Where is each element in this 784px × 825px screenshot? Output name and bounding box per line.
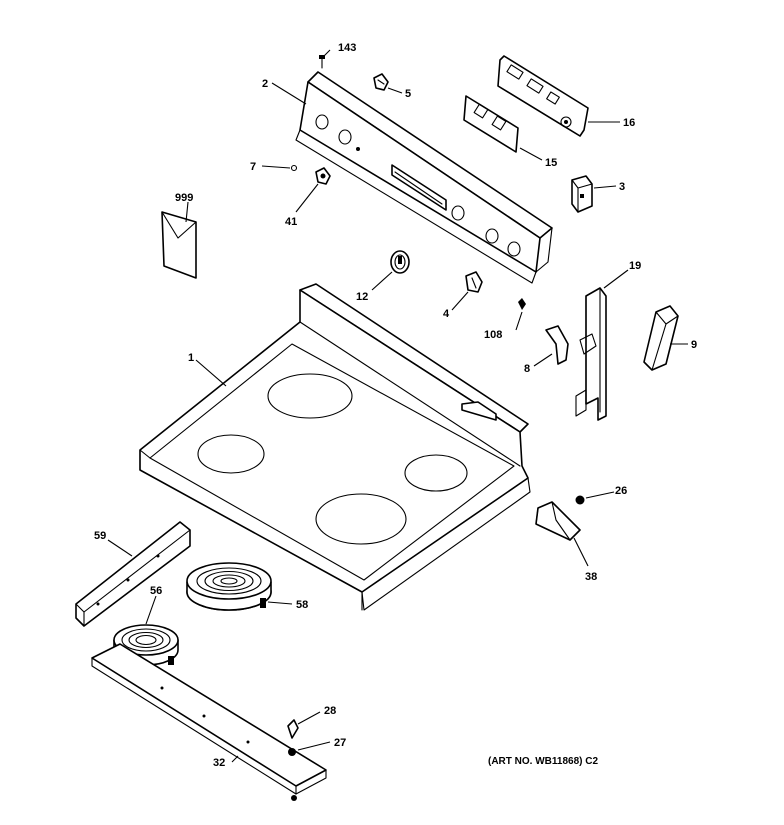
- callout-19: 19: [629, 260, 641, 272]
- callout-16: 16: [623, 117, 635, 129]
- part-15-overlay: [463, 95, 519, 153]
- part-999-literature: [161, 211, 197, 279]
- part-3-infinite-switch: [571, 175, 593, 213]
- callout-32: 32: [213, 757, 225, 769]
- part-19-bracket: [575, 287, 607, 421]
- callout-41: 41: [285, 216, 297, 228]
- callout-1: 1: [188, 352, 194, 364]
- callout-999: 999: [175, 192, 193, 204]
- part-4-knob: [465, 271, 483, 293]
- callout-15: 15: [545, 157, 557, 169]
- part-2-backsplash: [295, 71, 553, 284]
- callout-8: 8: [524, 363, 530, 375]
- callout-labels: 143 2 5 16 15 7 41 3 999 12 4 108 19 1 8…: [94, 42, 697, 769]
- part-32-element-tray: [91, 643, 327, 795]
- part-9-support: [643, 305, 679, 371]
- callout-7: 7: [250, 161, 256, 173]
- callout-59: 59: [94, 530, 106, 542]
- callout-28: 28: [324, 705, 336, 717]
- callout-27: 27: [334, 737, 346, 749]
- callout-4: 4: [443, 308, 450, 320]
- callout-3: 3: [619, 181, 625, 193]
- callout-108: 108: [484, 329, 502, 341]
- callout-2: 2: [262, 78, 268, 90]
- callout-9: 9: [691, 339, 697, 351]
- part-5-clip: [373, 73, 389, 91]
- part-28-screw: [287, 719, 299, 739]
- part-58-large-element: [186, 562, 272, 611]
- part-8-clip: [545, 325, 569, 365]
- callout-58: 58: [296, 599, 308, 611]
- art-number: (ART NO. WB11868) C2: [488, 756, 598, 767]
- callout-5: 5: [405, 88, 411, 100]
- callout-26: 26: [615, 485, 627, 497]
- part-7-screw: [290, 164, 298, 172]
- callout-56: 56: [150, 585, 162, 597]
- part-26-screw: [575, 495, 585, 505]
- leader-lines: [107, 49, 688, 763]
- callout-143: 143: [338, 42, 356, 54]
- part-143-screw: [319, 55, 325, 69]
- callout-12: 12: [356, 291, 368, 303]
- part-41-switch: [315, 167, 331, 185]
- part-12-knob: [390, 250, 410, 274]
- callout-38: 38: [585, 571, 597, 583]
- part-16-control-board: [497, 55, 589, 137]
- bottom-screw: [291, 795, 297, 801]
- part-27-screw: [288, 748, 296, 756]
- part-38-terminal-block: [535, 501, 581, 541]
- part-59-rail: [75, 521, 191, 627]
- part-1-cooktop: [139, 283, 531, 611]
- part-108-fitting: [518, 298, 526, 310]
